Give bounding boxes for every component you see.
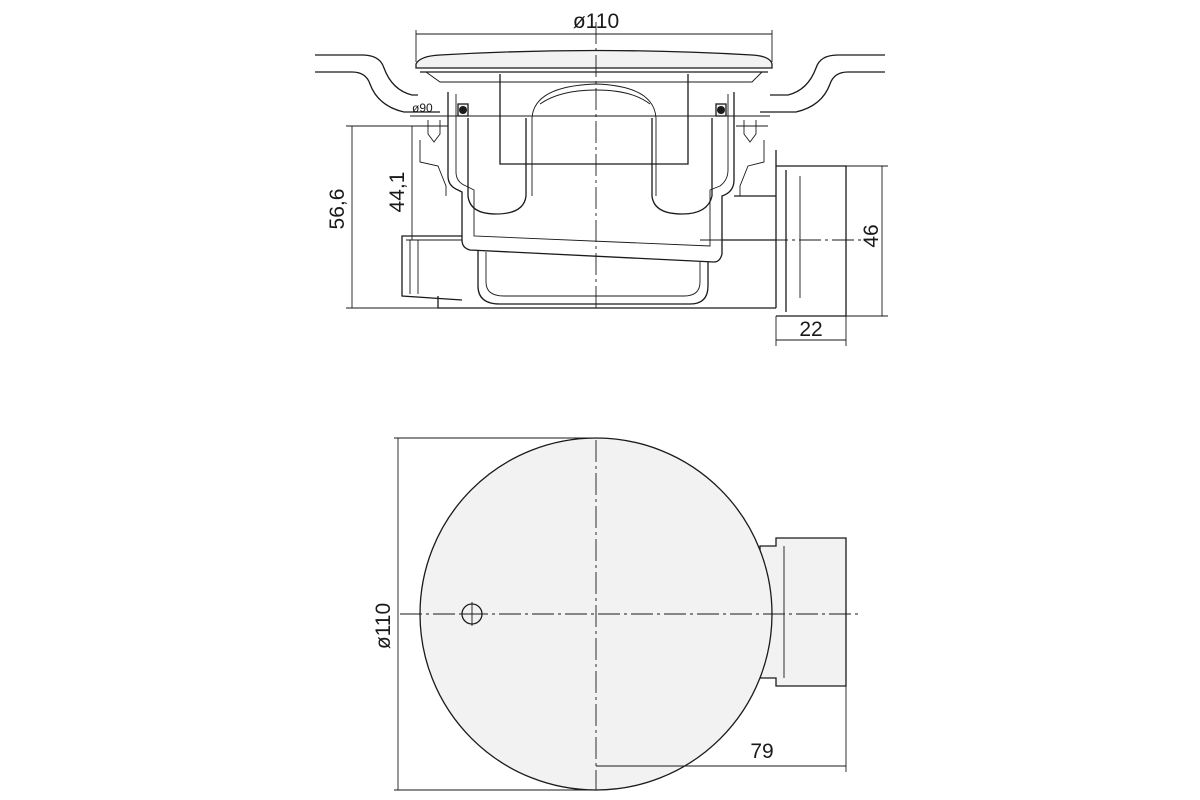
siphon-dome-inner: [539, 89, 651, 105]
top-view: ø110 79: [372, 437, 862, 791]
tray-left-lower: [315, 71, 440, 113]
top-outlet: [759, 537, 847, 687]
dim-top-label: ø110: [372, 603, 395, 649]
trap-body-inner: [485, 252, 701, 297]
siphon-cup-right: [651, 118, 713, 215]
outlet-socket: [776, 165, 847, 317]
dim-height-label: 56,6: [326, 189, 349, 230]
seal-right-dot: [717, 106, 725, 114]
cover-plate: [415, 49, 773, 69]
tray-right-lower: [760, 71, 885, 113]
dim-outlet-label: 46: [860, 224, 883, 247]
cover-rim: [425, 71, 763, 83]
left-spigot: [401, 235, 463, 301]
dim-outlet-height-label: 44,1: [386, 172, 409, 213]
flange-right: [739, 140, 765, 196]
siphon-dome: [531, 83, 657, 196]
clip-right: [736, 120, 768, 143]
siphon-cup: [467, 118, 527, 215]
outlet-pipe: [722, 150, 777, 308]
flange-left: [419, 140, 447, 196]
siphon-bell: [499, 74, 689, 165]
dim-length-label: 22: [799, 318, 822, 341]
tray-left-upper: [315, 54, 418, 96]
dim-offset-label: 79: [750, 740, 773, 763]
funnel-outer: [447, 92, 735, 263]
dim-cover-label: ø110: [573, 10, 619, 33]
trap-body: [477, 250, 709, 305]
dim-seal-label: ø90: [412, 101, 433, 115]
tray-right-upper: [770, 54, 885, 96]
side-view: ø110 ø90 56,6 44,1 46 22: [315, 10, 888, 346]
clip-left: [416, 120, 448, 143]
funnel-inner: [455, 94, 729, 247]
seal-left-dot: [459, 106, 467, 114]
